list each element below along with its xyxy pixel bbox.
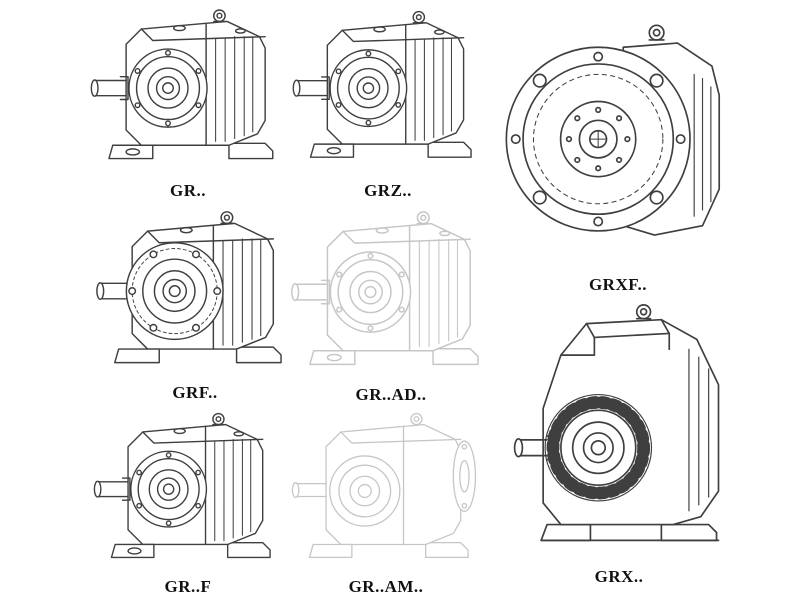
model-label-grxf: GRXF.. <box>588 275 648 294</box>
model-label-gr-ad: GR..AD.. <box>355 385 427 404</box>
figure-gr-am: GR..AM.. <box>286 408 486 600</box>
model-label-grf: GRF.. <box>172 383 218 402</box>
model-label-gr: GR.. <box>170 181 206 200</box>
gr-ad-gearbox-drawing <box>288 206 494 382</box>
gr-f-gearbox-drawing <box>88 408 288 574</box>
figure-grf: GRF.. <box>92 206 298 406</box>
grf-gearbox-drawing <box>92 206 298 380</box>
gr-gearbox-drawing <box>88 2 288 178</box>
figure-gr-ad: GR..AD.. <box>288 206 494 408</box>
grx-gearbox-drawing <box>494 298 744 564</box>
figure-grz: GRZ.. <box>290 2 486 204</box>
model-label-grz: GRZ.. <box>364 181 412 200</box>
grz-gearbox-drawing <box>290 2 486 178</box>
figure-gr: GR.. <box>88 2 288 204</box>
model-label-gr-am: GR..AM.. <box>348 577 424 596</box>
gr-am-gearbox-drawing <box>286 408 486 574</box>
model-label-grx: GRX.. <box>594 567 644 586</box>
grxf-gearbox-drawing <box>498 2 738 272</box>
figure-grxf: GRXF.. <box>498 2 738 298</box>
figure-gr-f: GR..F <box>88 408 288 600</box>
model-label-gr-f: GR..F <box>164 577 212 596</box>
figure-grx: GRX.. <box>494 298 744 590</box>
